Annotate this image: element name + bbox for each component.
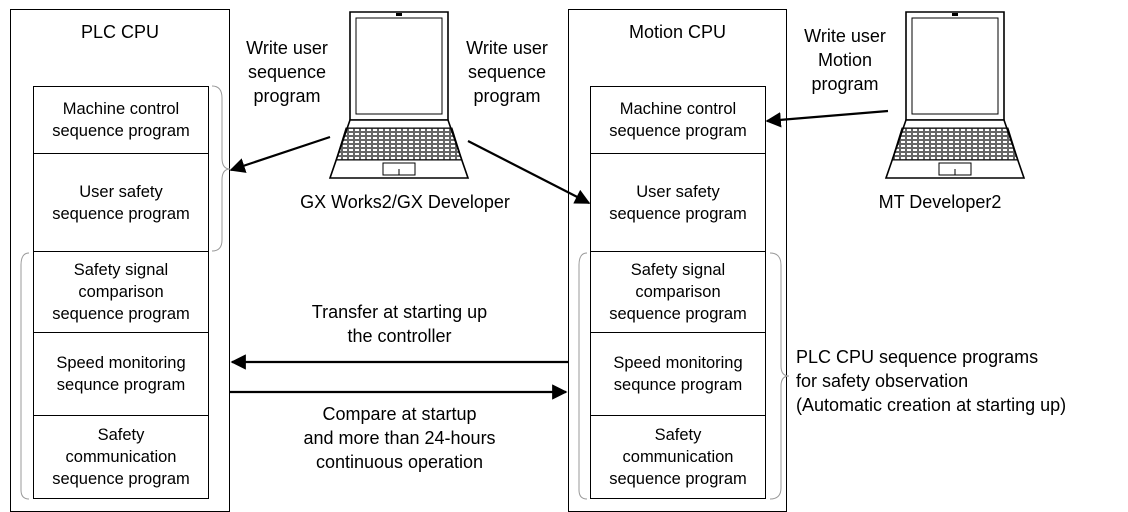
motion-program-safety-communication: Safety communication sequence program (590, 415, 766, 499)
observation-label: PLC CPU sequence programs for safety obs… (796, 347, 1067, 415)
gx-laptop-icon (328, 11, 470, 179)
gx-to-motion-arrow (467, 140, 591, 204)
plc-program-user-safety: User safety sequence program (33, 153, 209, 252)
plc-lower-brace (20, 252, 30, 500)
mt-laptop-name: MT Developer2 (878, 192, 1002, 212)
gx-write-right-label: Write user sequence program (466, 38, 548, 106)
motion-left-brace (578, 252, 588, 500)
mt-laptop-icon (884, 11, 1026, 179)
plc-program-machine-control: Machine control sequence program (33, 86, 209, 154)
motion-program-speed-monitoring: Speed monitoring sequnce program (590, 332, 766, 416)
plc-upper-brace (211, 85, 231, 252)
motion-program-safety-signal: Safety signal comparison sequence progra… (590, 251, 766, 333)
compare-label: Compare at startup and more than 24-hour… (303, 404, 496, 472)
plc-program-safety-signal: Safety signal comparison sequence progra… (33, 251, 209, 333)
transfer-label: Transfer at starting up the controller (311, 302, 488, 346)
gx-write-left-label: Write user sequence program (246, 38, 328, 106)
mt-write-label: Write user Motion program (804, 26, 886, 94)
motion-cpu-title: Motion CPU (628, 22, 727, 42)
motion-right-brace (769, 252, 790, 500)
plc-program-speed-monitoring: Speed monitoring sequnce program (33, 332, 209, 416)
mt-to-motion-arrow (765, 109, 889, 128)
gx-laptop-name: GX Works2/GX Developer (300, 192, 510, 212)
gx-to-plc-arrow (229, 135, 331, 173)
plc-program-safety-communication: Safety communication sequence program (33, 415, 209, 499)
plc-cpu-title: PLC CPU (80, 22, 160, 42)
